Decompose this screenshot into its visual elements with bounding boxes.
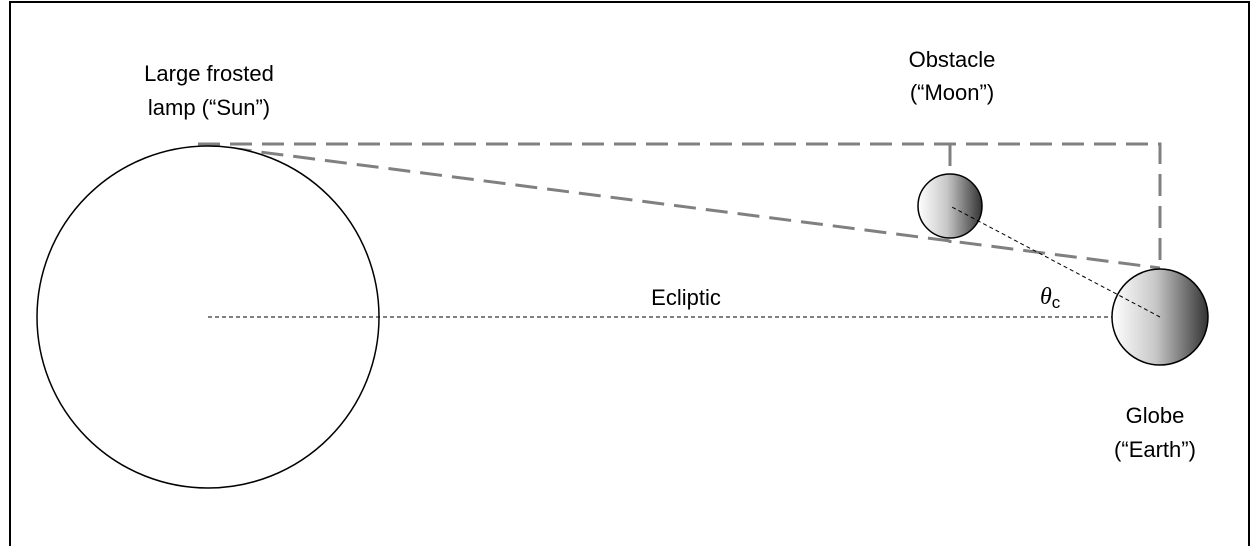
moon-label-line2: (“Moon”): [910, 80, 994, 105]
sun-to-earth-sightline: [197, 142, 1161, 270]
sun-label-line2: lamp (“Sun”): [148, 95, 270, 120]
moon-label-line1: Obstacle: [909, 47, 996, 72]
critical-angle-symbol: θ: [1040, 284, 1052, 310]
critical-angle-subscript: c: [1052, 293, 1061, 312]
ecliptic-label: Ecliptic: [651, 285, 721, 310]
frame-border: [9, 1, 1250, 546]
critical-angle-label: θc: [1040, 284, 1061, 312]
sun-label-line1: Large frosted: [144, 61, 274, 86]
earth-moon-angle-line: [949, 205, 1161, 318]
earth-label-line2: (“Earth”): [1114, 437, 1196, 462]
sun-to-earth-top-guide: [198, 142, 1162, 268]
moon-obstacle-sphere: [917, 173, 983, 239]
earth-label-line1: Globe: [1126, 403, 1185, 428]
